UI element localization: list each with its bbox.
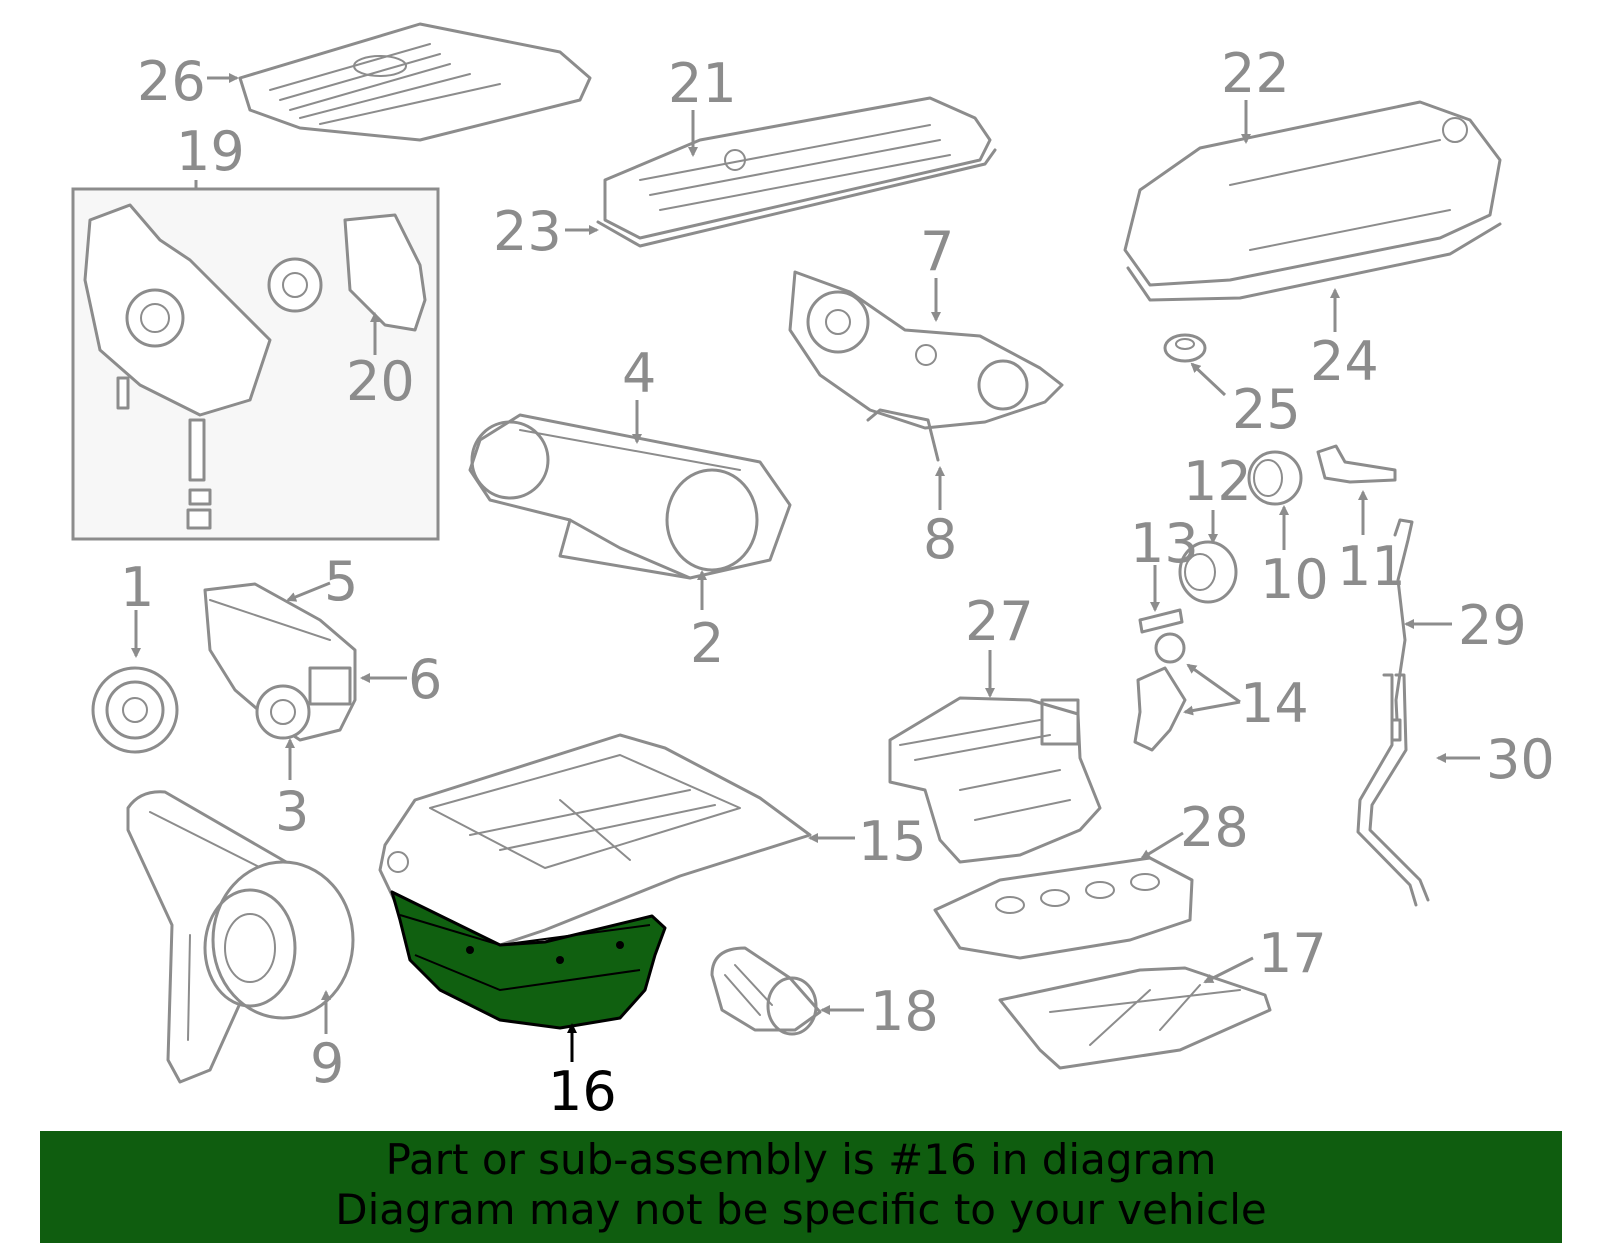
callout-6[interactable]: 6: [408, 648, 442, 711]
callout-15[interactable]: 15: [858, 810, 927, 873]
part-17-engine-undercover[interactable]: [998, 966, 1272, 1070]
callout-11[interactable]: 11: [1337, 535, 1406, 598]
part-1-crankshaft-pulley[interactable]: [91, 666, 179, 754]
part-30-dipstick-tube[interactable]: [1356, 673, 1430, 907]
callout-29[interactable]: 29: [1458, 594, 1527, 657]
part-10-idler-pulley[interactable]: [1247, 450, 1303, 506]
part-8-timing-cover-seal[interactable]: [866, 408, 940, 462]
part-4-timing-cover-upper[interactable]: [468, 413, 792, 580]
callout-23[interactable]: 23: [493, 200, 562, 263]
part-24-valve-cover-gasket-rh[interactable]: [1126, 222, 1502, 302]
leader-lines: [131, 73, 1480, 1062]
callout-21[interactable]: 21: [668, 52, 737, 115]
callout-8[interactable]: 8: [923, 508, 957, 571]
part-15-oil-pan-upper[interactable]: [378, 733, 812, 947]
callout-19[interactable]: 19: [176, 120, 245, 183]
part-26-engine-cover[interactable]: [238, 22, 592, 142]
callout-30[interactable]: 30: [1486, 728, 1555, 791]
callout-3[interactable]: 3: [275, 780, 309, 843]
callout-22[interactable]: 22: [1221, 42, 1290, 105]
part-22-valve-cover-rh[interactable]: [1123, 100, 1502, 287]
info-banner: Part or sub-assembly is #16 in diagram D…: [40, 1131, 1562, 1243]
banner-part-note: Part or sub-assembly is #16 in diagram: [385, 1135, 1217, 1184]
part-27-intake-plenum[interactable]: [888, 696, 1102, 864]
callout-12[interactable]: 12: [1183, 450, 1252, 513]
callout-9[interactable]: 9: [310, 1032, 344, 1095]
part-21-valve-cover-lh[interactable]: [603, 96, 992, 240]
part-2-timing-cover-lower[interactable]: [558, 518, 692, 580]
part-9-timing-belt[interactable]: [126, 790, 355, 1084]
callout-18[interactable]: 18: [870, 980, 939, 1043]
callout-27[interactable]: 27: [965, 590, 1034, 653]
callout-26[interactable]: 26: [137, 50, 206, 113]
part-11-bracket[interactable]: [1316, 444, 1397, 484]
callout-14[interactable]: 14: [1240, 672, 1309, 735]
callout-10[interactable]: 10: [1260, 548, 1329, 611]
callout-24[interactable]: 24: [1310, 330, 1379, 393]
part-16-oil-pan-lower[interactable]: [390, 890, 667, 1030]
banner-disclaimer: Diagram may not be specific to your vehi…: [335, 1185, 1267, 1234]
part-25-grommet[interactable]: [1163, 333, 1207, 363]
part-6-tensioner-bolt[interactable]: [308, 666, 352, 706]
callout-2[interactable]: 2: [690, 612, 724, 675]
part-23-valve-cover-gasket-lh[interactable]: [596, 148, 997, 248]
callout-25[interactable]: 25: [1232, 378, 1301, 441]
callout-7[interactable]: 7: [920, 220, 954, 283]
part-13-bolt[interactable]: [1138, 608, 1184, 634]
part-28-intake-manifold[interactable]: [933, 856, 1194, 960]
part-19-oil-pump-assembly-box[interactable]: [71, 187, 440, 541]
callout-labels: 26 19 20 21 23 22 24 25 4 2 7 8 1 5 6 3 …: [120, 42, 1555, 1123]
callout-20[interactable]: 20: [346, 350, 415, 413]
part-7-timing-cover-rear[interactable]: [788, 270, 1064, 430]
callout-4[interactable]: 4: [622, 342, 656, 405]
callout-16[interactable]: 16: [548, 1060, 617, 1123]
part-3-idler-pulley[interactable]: [255, 684, 311, 740]
part-18-oil-filter[interactable]: [710, 946, 822, 1036]
callout-28[interactable]: 28: [1180, 796, 1249, 859]
callout-5[interactable]: 5: [324, 550, 358, 613]
callout-17[interactable]: 17: [1258, 922, 1327, 985]
callout-1[interactable]: 1: [120, 556, 154, 619]
part-14-water-outlet[interactable]: [1133, 632, 1187, 752]
callout-13[interactable]: 13: [1130, 512, 1199, 575]
